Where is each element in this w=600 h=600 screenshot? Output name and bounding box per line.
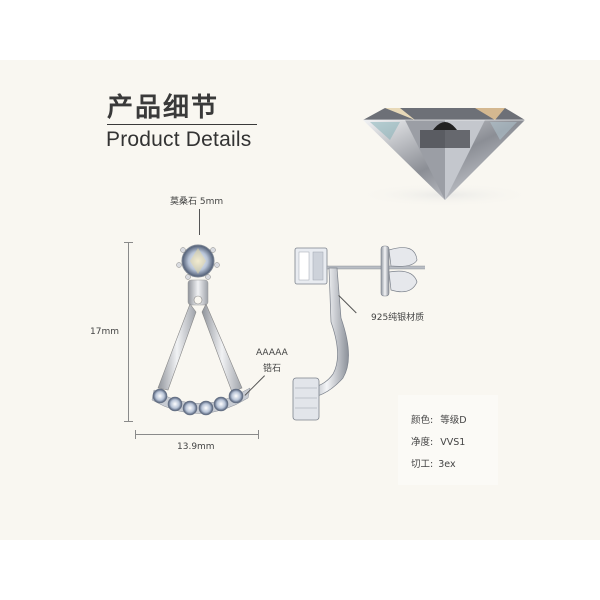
width-dimension-line — [135, 434, 259, 435]
width-dimension-label: 13.9mm — [177, 442, 215, 452]
width-dimension-tick-left — [135, 430, 136, 439]
height-dimension-tick-bottom — [124, 421, 133, 422]
center-stone-label: 莫桑石 5mm — [170, 197, 224, 207]
spec-value: 等级D — [440, 415, 467, 426]
width-dimension-tick-right — [258, 430, 259, 439]
spec-label: 颜色: — [411, 415, 434, 426]
side-stones-grade-label: AAAAA — [256, 348, 288, 358]
spec-row-cut: 切工: 3ex — [411, 456, 456, 470]
title-divider — [107, 124, 257, 125]
height-dimension-line — [128, 242, 129, 422]
height-dimension-tick-top — [124, 242, 133, 243]
side-stones-type-label: 锆石 — [263, 364, 282, 374]
diamond-image — [355, 108, 535, 207]
spec-value: 3ex — [438, 459, 456, 470]
height-dimension-label: 17mm — [90, 327, 119, 337]
center-stone-leader — [199, 209, 200, 235]
spec-value: VVS1 — [440, 437, 466, 448]
page-title-cn: 产品细节 — [107, 93, 220, 123]
earring-front-view — [151, 244, 251, 416]
spec-row-color: 颜色: 等级D — [411, 412, 467, 426]
earring-side-view — [292, 245, 425, 421]
spec-row-clarity: 净度: VVS1 — [411, 434, 465, 448]
spec-label: 切工: — [411, 459, 434, 470]
material-label: 925纯银材质 — [371, 313, 425, 323]
specs-box: 颜色: 等级D 净度: VVS1 切工: 3ex — [398, 395, 498, 485]
page-title-en: Product Details — [106, 128, 252, 151]
spec-label: 净度: — [411, 437, 434, 448]
